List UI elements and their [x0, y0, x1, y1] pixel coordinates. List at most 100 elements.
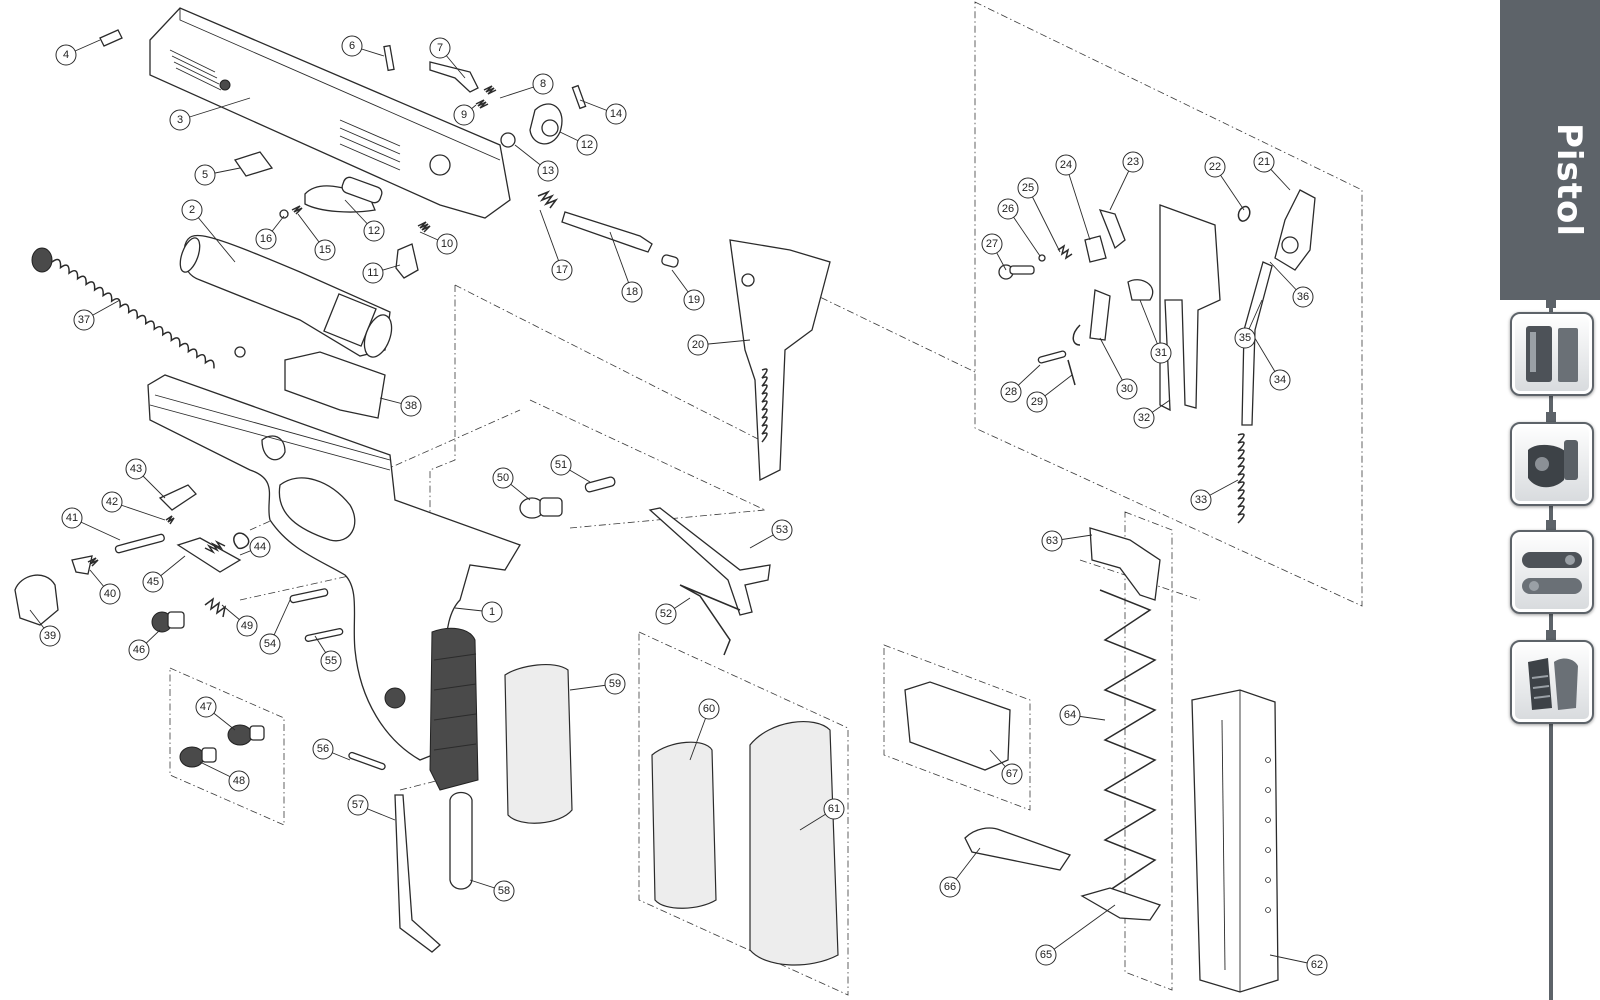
callout-16: 16: [255, 215, 285, 250]
callout-bubble: [341, 35, 363, 57]
section-header: Pistol: [1500, 0, 1600, 300]
callout-leader: [191, 209, 236, 263]
callout-bubble: [314, 239, 336, 261]
callout-bubble: [39, 625, 61, 647]
callout-number: 49: [241, 620, 253, 632]
callout-49: 49: [221, 604, 258, 637]
callout-bubble: [169, 109, 191, 131]
callout-number: 63: [1046, 535, 1058, 547]
callout-bubble: [655, 603, 677, 625]
callout-number: 5: [202, 169, 208, 181]
callout-bubble: [1234, 327, 1256, 349]
callout-33: 33: [1190, 479, 1239, 511]
callout-36: 36: [1269, 261, 1314, 308]
part-30: [1089, 289, 1111, 341]
callout-number: 45: [147, 576, 159, 588]
callout-number: 50: [497, 472, 509, 484]
part-pin-55: [304, 628, 344, 642]
part-pin-56: [348, 751, 386, 771]
barrel-icon: [1522, 552, 1582, 594]
callout-bubble: [249, 536, 271, 558]
magazine-icon: [1526, 326, 1578, 382]
callout-number: 33: [1195, 494, 1207, 506]
part-57: [394, 794, 441, 953]
part-safety-lever: [304, 185, 376, 213]
grip-frame-backstrap: [384, 627, 479, 791]
part-plate-65: [1080, 887, 1162, 921]
callout-number: 53: [776, 524, 788, 536]
callout-9: 9: [453, 104, 477, 126]
rail-dot: [1546, 298, 1556, 308]
callout-bubble: [481, 601, 503, 623]
callout-bubble: [1122, 151, 1144, 173]
callout-50: 50: [492, 467, 531, 501]
callout-bubble: [537, 160, 559, 182]
callout-12: 12: [344, 199, 385, 242]
nav-grip-panels-button[interactable]: [1510, 640, 1594, 724]
callout-number: 13: [542, 165, 554, 177]
callout-number: 64: [1064, 709, 1076, 721]
callout-57: 57: [347, 794, 396, 821]
part-45: [176, 537, 242, 573]
spring-42: [165, 515, 175, 525]
callout-bubble: [1055, 154, 1077, 176]
callout-bubble: [255, 228, 277, 250]
callout-number: 39: [44, 630, 56, 642]
spring-17: [537, 190, 559, 209]
callout-19: 19: [671, 269, 705, 311]
nav-magazine-button[interactable]: [1510, 312, 1594, 396]
callout-number: 27: [986, 238, 998, 250]
rail-dot: [1546, 412, 1556, 422]
callout-bubble: [683, 289, 705, 311]
callout-bubble: [1059, 704, 1081, 726]
callout-leader: [179, 97, 251, 121]
callout-64: 64: [1059, 704, 1106, 726]
callout-number: 16: [260, 233, 272, 245]
callout-number: 26: [1002, 203, 1014, 215]
callout-number: 48: [233, 775, 245, 787]
callout-leader: [1065, 164, 1091, 241]
callout-20: 20: [687, 334, 751, 356]
callout-3: 3: [169, 97, 251, 131]
callout-34: 34: [1249, 329, 1291, 391]
callout-number: 19: [688, 294, 700, 306]
callout-46: 46: [128, 629, 161, 661]
callout-28: 28: [1000, 364, 1041, 403]
callout-number: 18: [626, 286, 638, 298]
callout-leader: [609, 231, 633, 293]
rail-dot: [1546, 630, 1556, 640]
callout-30: 30: [1099, 337, 1138, 400]
callout-bubble: [195, 696, 217, 718]
callout-42: 42: [101, 491, 166, 521]
callout-61: 61: [799, 798, 845, 831]
callout-62: 62: [1269, 954, 1328, 976]
callout-53: 53: [749, 519, 793, 549]
callout-43: 43: [125, 458, 166, 499]
part-front-sight: [233, 151, 274, 177]
callout-67: 67: [989, 749, 1023, 785]
grip-60: [651, 741, 717, 909]
callout-bubble: [101, 491, 123, 513]
rail-dot: [1546, 520, 1556, 530]
callout-bubble: [997, 198, 1019, 220]
section-title: Pistol: [1549, 122, 1590, 238]
nav-barrel-button[interactable]: [1510, 530, 1594, 614]
callout-bubble: [621, 281, 643, 303]
barrel: [179, 234, 393, 358]
callout-bubble: [347, 794, 369, 816]
callout-bubble: [939, 876, 961, 898]
callout-number: 42: [106, 496, 118, 508]
part-ring-13: [500, 132, 516, 148]
callout-41: 41: [61, 507, 121, 541]
callout-number: 2: [189, 204, 195, 216]
callout-bubble: [1035, 944, 1057, 966]
callout-48: 48: [199, 761, 250, 792]
callout-bubble: [1116, 378, 1138, 400]
callout-bubble: [312, 738, 334, 760]
callout-bubble: [400, 395, 422, 417]
spring-22: [1237, 205, 1251, 222]
nav-holster-button[interactable]: [1510, 422, 1594, 506]
callout-number: 66: [944, 881, 956, 893]
callout-number: 4: [63, 49, 69, 61]
